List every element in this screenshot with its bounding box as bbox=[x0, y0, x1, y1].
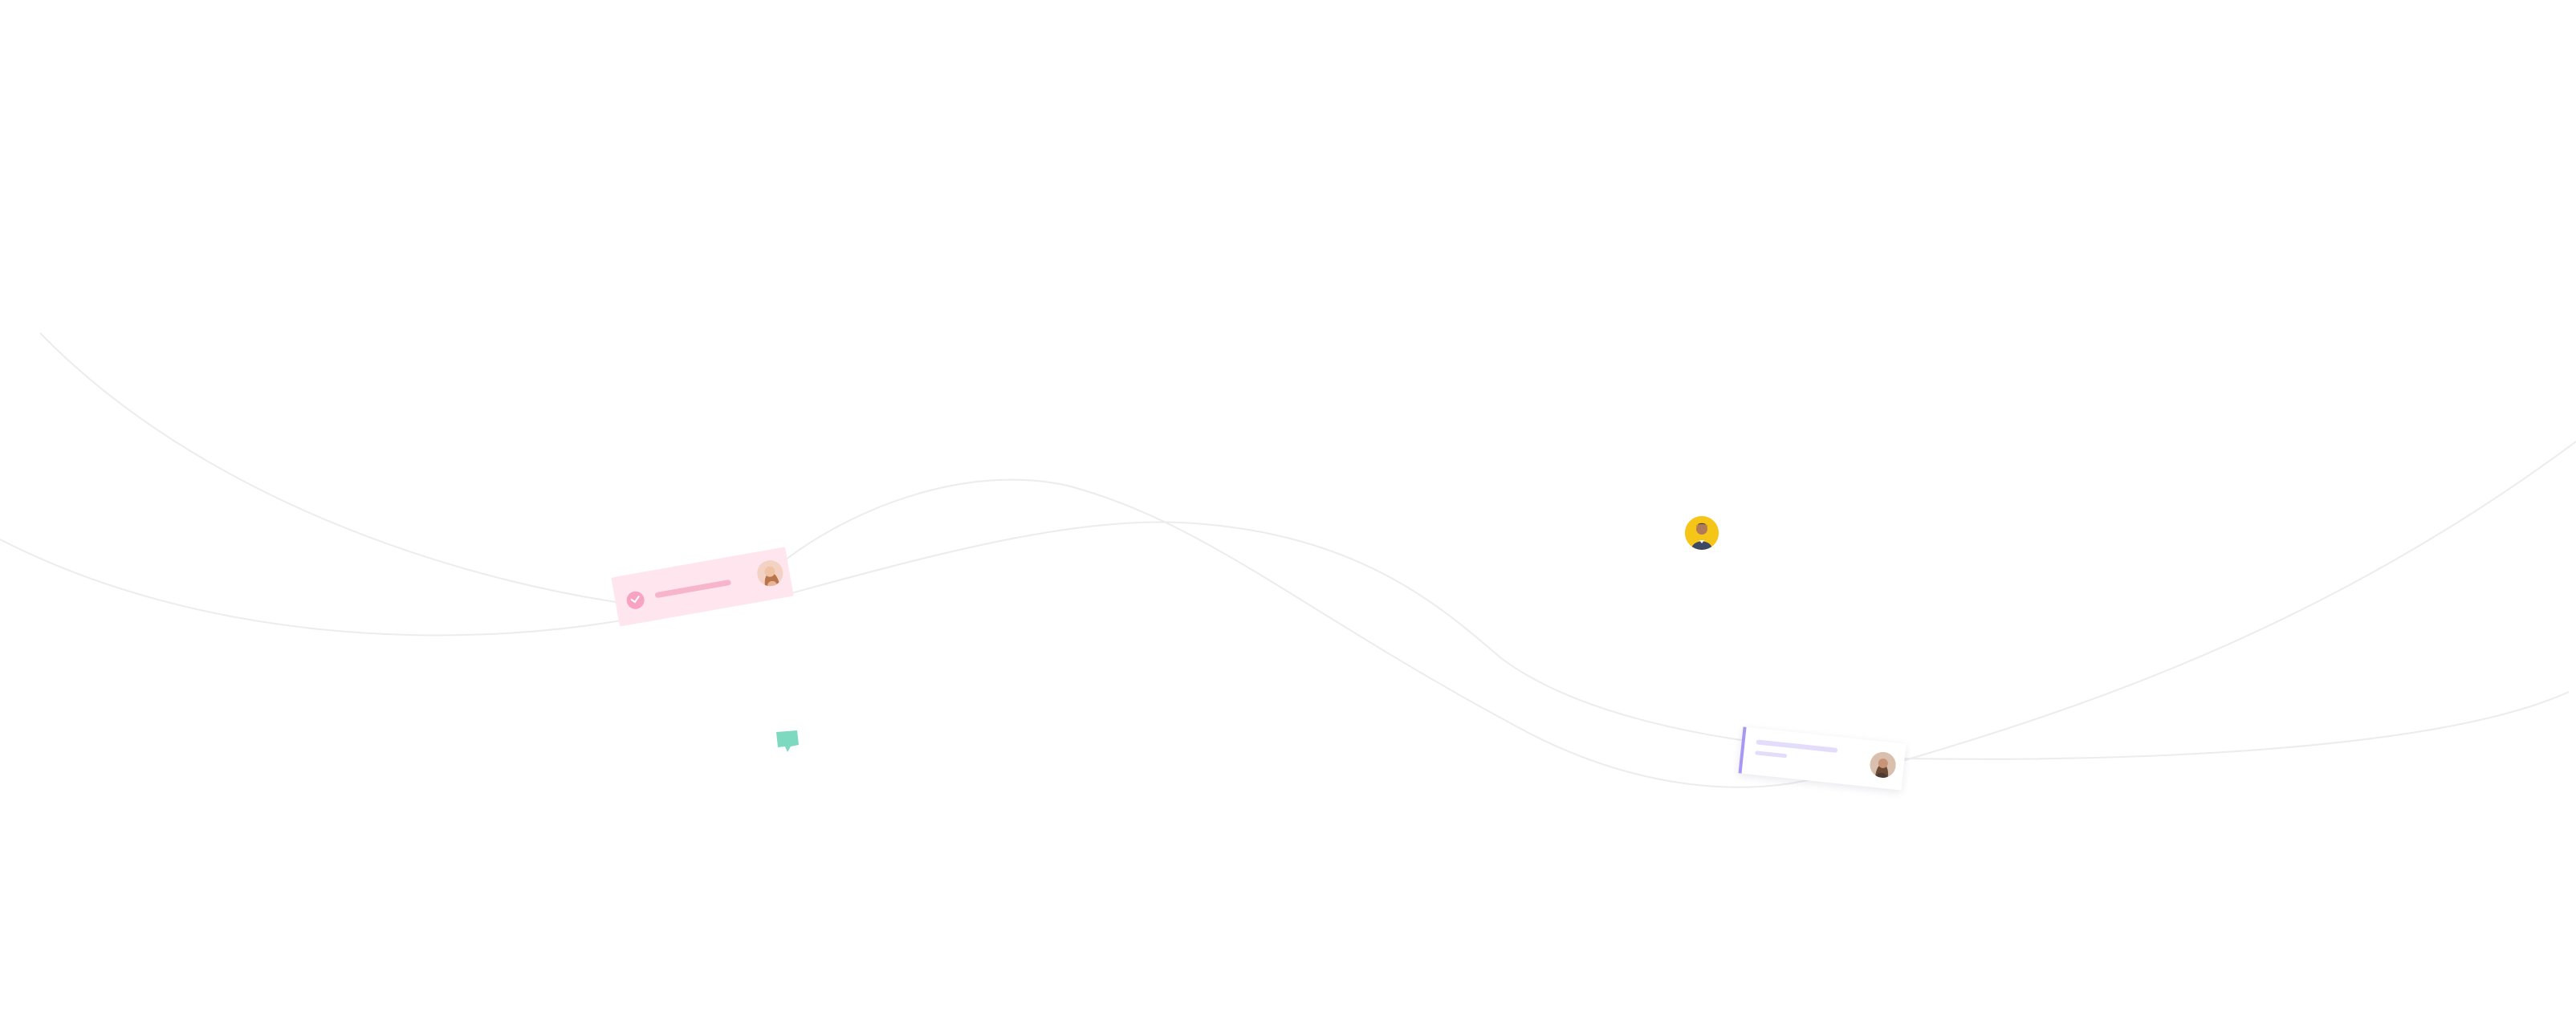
task-title-placeholder bbox=[654, 579, 732, 599]
check-circle-icon bbox=[625, 589, 646, 611]
task-card-white bbox=[1738, 726, 1907, 791]
floating-avatar bbox=[1685, 516, 1719, 550]
person-avatar-icon bbox=[1685, 516, 1719, 550]
task-subtitle-placeholder bbox=[1755, 750, 1788, 759]
connector-line bbox=[0, 539, 627, 637]
person-avatar-icon bbox=[1868, 750, 1898, 779]
connector-line bbox=[39, 332, 627, 604]
chat-bubble-icon bbox=[776, 730, 799, 752]
assignee-avatar bbox=[755, 558, 785, 588]
connector-line bbox=[782, 478, 1815, 788]
connector-line bbox=[1902, 691, 2570, 760]
assignee-avatar bbox=[1868, 750, 1898, 779]
connector-line bbox=[782, 521, 1759, 743]
person-avatar-icon bbox=[755, 558, 785, 588]
task-card-pink bbox=[611, 547, 794, 627]
connector-line bbox=[1902, 441, 2576, 762]
task-title-placeholder bbox=[1756, 739, 1838, 753]
chat-bubble-icon bbox=[775, 729, 800, 755]
